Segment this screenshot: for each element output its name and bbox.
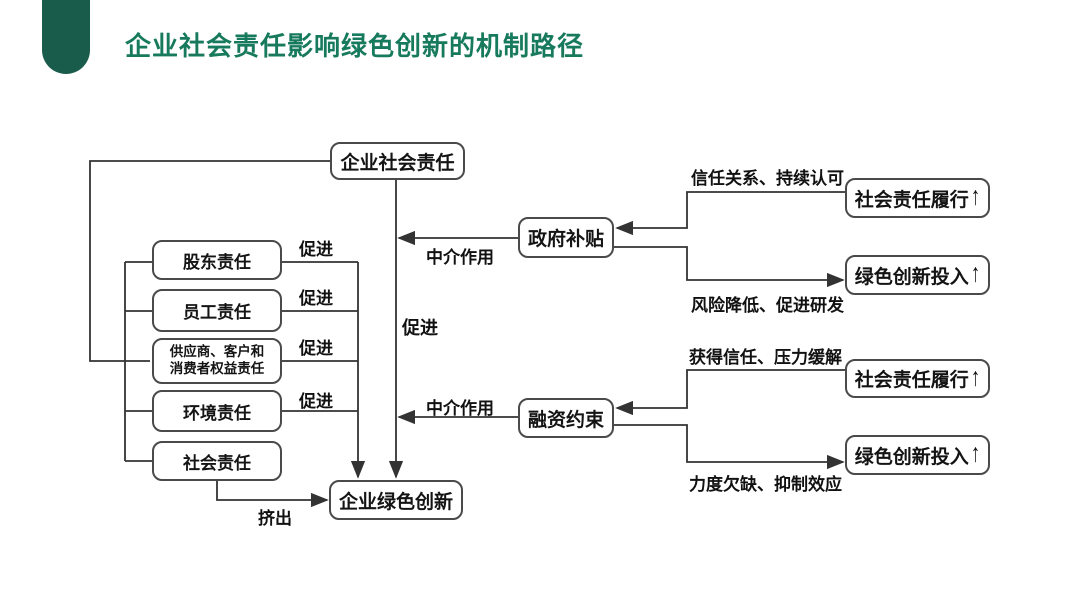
- node-gov-label: 政府补贴: [527, 229, 604, 250]
- edge-label-promote-shareholder: 促进: [299, 240, 333, 259]
- edge-label-risk-reduction: 风险降低、促进研发: [691, 296, 844, 315]
- edge-label-promote-main: 促进: [402, 318, 438, 338]
- up-arrow-icon: ↑: [970, 363, 981, 392]
- node-financing-constraint: 融资约束: [518, 398, 614, 438]
- up-arrow-icon: ↑: [970, 260, 981, 289]
- edge-srbottom-to-fin: [615, 369, 845, 416]
- edge-label-gain-trust: 获得信任、压力缓解: [689, 348, 842, 367]
- edge-label-crowd-out: 挤出: [258, 509, 292, 528]
- up-arrow-icon: ↑: [970, 440, 981, 469]
- edge-label-promote-supplier: 促进: [299, 339, 333, 358]
- node-green-label: 企业绿色创新: [338, 491, 453, 513]
- node-sr-fulfillment-bottom: 社会责任履行 ↑: [845, 359, 990, 398]
- node-sr-fulfillment-top: 社会责任履行 ↑: [845, 178, 990, 218]
- edge-gov-to-greeninput: [614, 246, 845, 288]
- edge-label-mediation-bottom: 中介作用: [426, 399, 494, 418]
- node-supplier-consumer-responsibility: 供应商、客户和 消费者权益责任: [152, 338, 282, 384]
- node-fin-label: 融资约束: [527, 409, 604, 431]
- node-employee-label: 员工责任: [183, 303, 251, 322]
- node-supplier-label: 供应商、客户和 消费者权益责任: [169, 344, 265, 376]
- node-gi2-label: 绿色创新投入: [854, 446, 969, 468]
- edge-label-promote-environment: 促进: [299, 392, 333, 411]
- edge-fin-to-greeninput: [614, 424, 845, 470]
- title-accent-tab: [42, 0, 90, 74]
- edge-label-mediation-top: 中介作用: [426, 248, 494, 267]
- node-sr2-label: 社会责任履行: [854, 370, 969, 391]
- edge-srtop-to-gov: [615, 191, 845, 236]
- edge-label-promote-employee: 促进: [299, 289, 333, 308]
- up-arrow-icon: ↑: [970, 183, 981, 212]
- node-corporate-green-innovation: 企业绿色创新: [329, 480, 463, 520]
- edge-label-trust-recognition: 信任关系、持续认可: [691, 169, 844, 188]
- edge-csr-left-loop: [89, 160, 330, 362]
- node-environment-label: 环境责任: [183, 403, 251, 423]
- node-employee-responsibility: 员工责任: [152, 289, 282, 332]
- node-government-subsidy: 政府补贴: [518, 217, 614, 258]
- node-green-input-top: 绿色创新投入 ↑: [845, 255, 990, 295]
- node-social-responsibility: 社会责任: [152, 441, 282, 481]
- node-csr-label: 企业社会责任: [340, 152, 455, 174]
- node-environmental-responsibility: 环境责任: [152, 390, 282, 432]
- node-social-label: 社会责任: [183, 453, 251, 473]
- node-corporate-social-responsibility: 企业社会责任: [330, 142, 465, 180]
- node-sr1-label: 社会责任履行: [854, 189, 969, 211]
- edge-social-crowdout: [216, 481, 329, 508]
- edge-label-insufficient-suppress: 力度欠缺、抑制效应: [689, 475, 842, 494]
- node-green-input-bottom: 绿色创新投入 ↑: [845, 435, 990, 475]
- page-title: 企业社会责任影响绿色创新的机制路径: [125, 31, 585, 61]
- node-shareholder-responsibility: 股东责任: [152, 240, 282, 280]
- node-gi1-label: 绿色创新投入: [854, 266, 969, 288]
- node-shareholder-label: 股东责任: [183, 252, 251, 272]
